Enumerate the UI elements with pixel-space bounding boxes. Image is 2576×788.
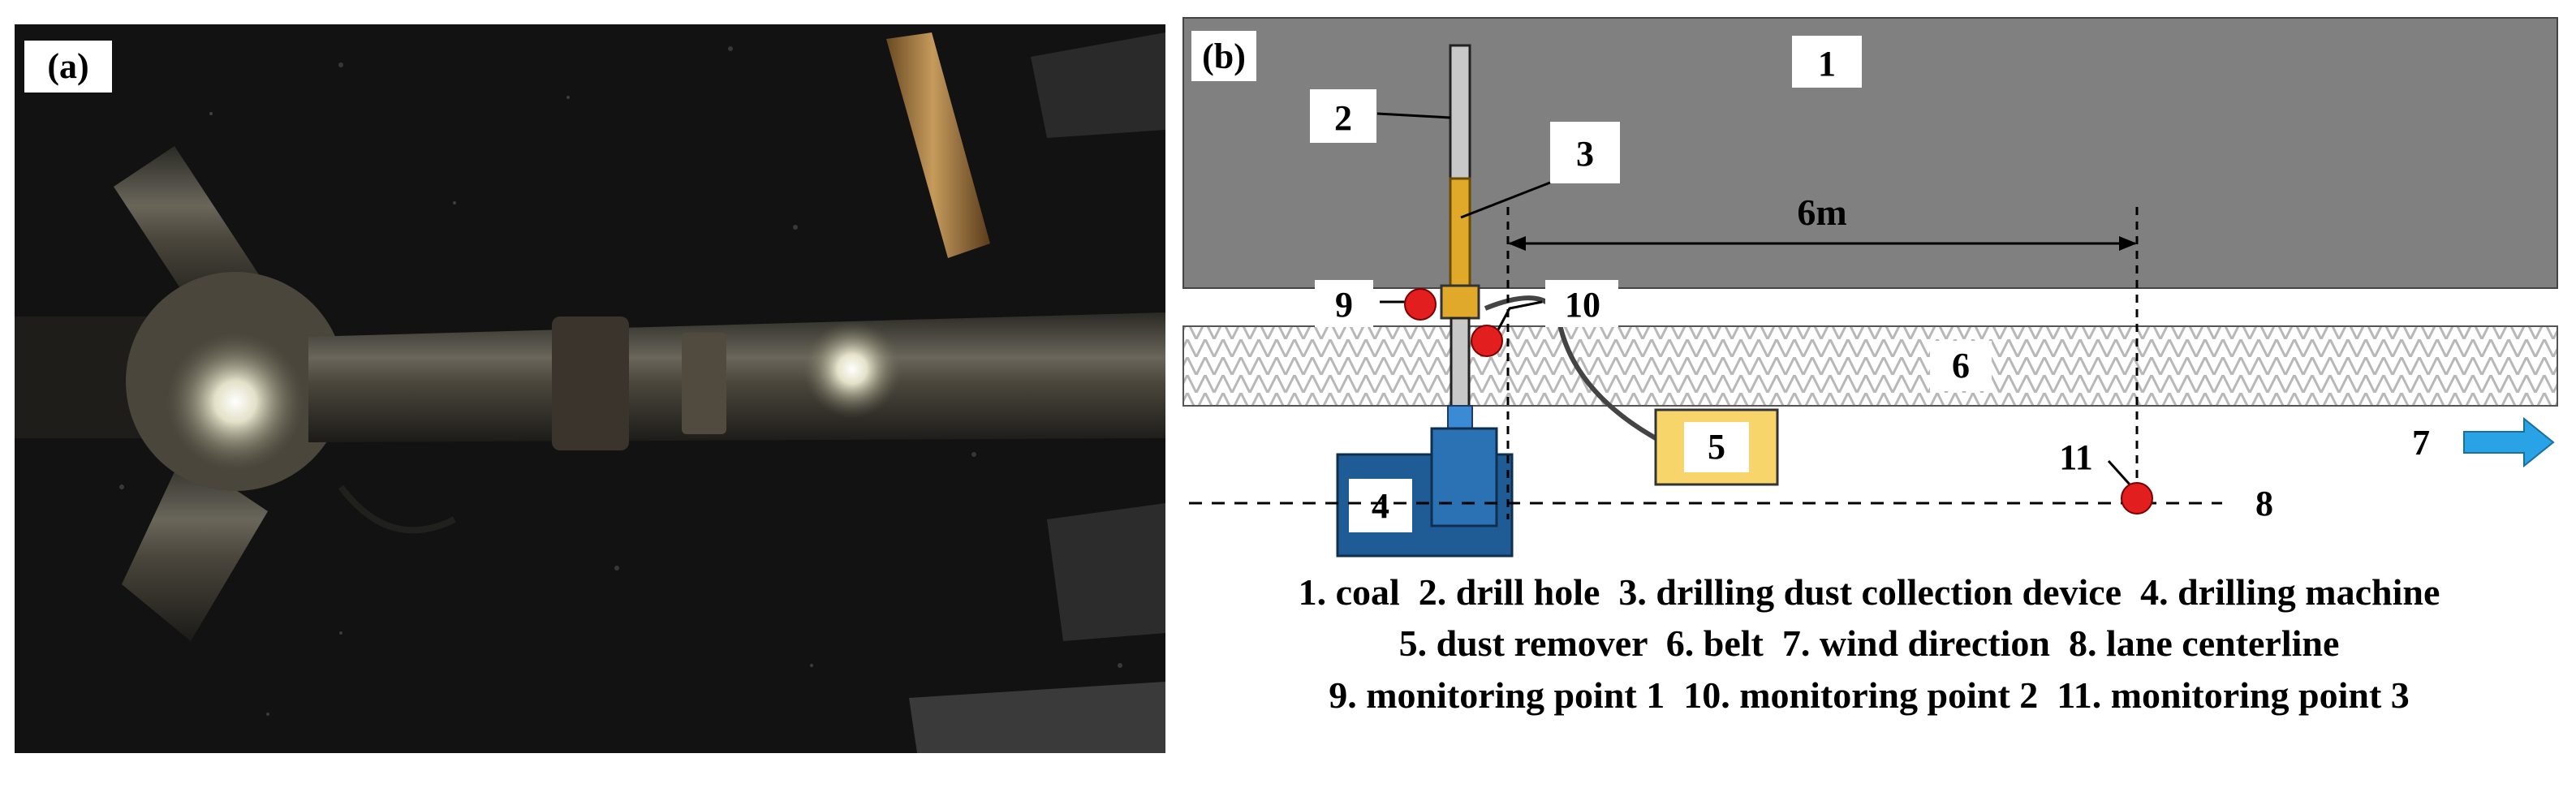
panel-b-diagram: (b) 1 2 3 4 5 6: [1182, 17, 2558, 716]
collector-leader: [1460, 181, 1551, 219]
drill-hole: [1449, 44, 1471, 181]
coal-region: [1182, 17, 2558, 289]
dark-block-right: [1047, 503, 1165, 641]
light-glow-left: [166, 333, 304, 471]
light-glow-right: [803, 321, 901, 418]
cable: [338, 484, 456, 534]
drill-hole-leader: [1376, 112, 1451, 119]
drilling-machine-motor: [1430, 427, 1498, 527]
panel-a-label-box: [24, 41, 112, 93]
belt-number: 6: [1952, 346, 1970, 385]
machine-number-box: [1349, 479, 1412, 532]
pipe-branch-lower: [122, 454, 268, 641]
legend-line-3: 9. monitoring point 1 10. monitoring poi…: [1329, 674, 2410, 716]
mp2-leader: [1496, 300, 1543, 332]
pipe-coupling: [682, 333, 726, 434]
dark-block-top: [1031, 32, 1165, 138]
monitoring-point-2: [1471, 325, 1503, 357]
panel-b-label-box: [1191, 31, 1256, 81]
dimension-arrowhead-left: [1508, 236, 1526, 251]
panel-a-photo: (a): [15, 24, 1165, 753]
panel-b-label: (b): [1202, 37, 1246, 76]
dark-block-bottom: [909, 682, 1165, 753]
collection-device-head: [1440, 284, 1480, 320]
remover-number: 5: [1708, 427, 1725, 467]
main-pipe: [308, 312, 1165, 442]
mp3-number: 11: [2059, 437, 2093, 477]
mp2-number: 10: [1565, 285, 1600, 325]
collector-number: 3: [1576, 134, 1594, 174]
coal-number: 1: [1818, 44, 1836, 84]
monitoring-point-1: [1404, 288, 1437, 321]
centerline-number: 8: [2255, 484, 2273, 523]
wind-direction-arrow: [2463, 416, 2555, 468]
remover-number-box: [1684, 422, 1749, 472]
mp1-number-box: [1315, 280, 1373, 327]
drill-hole-number: 2: [1334, 98, 1352, 138]
pipe-clamp: [552, 316, 629, 450]
collection-device: [1449, 177, 1471, 290]
dimension-arrowhead-right: [2119, 236, 2137, 251]
drill-hole-number-box: [1310, 89, 1376, 143]
wooden-rod: [886, 32, 990, 258]
machine-number: 4: [1372, 486, 1389, 526]
distance-label: 6m: [1797, 192, 1846, 233]
coal-number-box: [1792, 36, 1862, 88]
mp2-number-box: [1545, 280, 1618, 327]
legend-line-1: 1. coal 2. drill hole 3. drilling dust c…: [1299, 571, 2440, 613]
belt-number-box: [1930, 341, 1992, 391]
mp3-leader: [2107, 459, 2132, 487]
collector-number-box: [1550, 122, 1620, 183]
drill-rod-lower: [1450, 316, 1471, 409]
belt-region: [1182, 325, 2558, 407]
legend-line-2: 5. dust remover 6. belt 7. wind directio…: [1399, 622, 2340, 664]
wind-number: 7: [2412, 423, 2430, 463]
rod-coupling: [1447, 405, 1473, 429]
mp1-number: 9: [1335, 285, 1353, 325]
panel-a-label: (a): [47, 46, 88, 86]
monitoring-point-3: [2121, 482, 2153, 515]
